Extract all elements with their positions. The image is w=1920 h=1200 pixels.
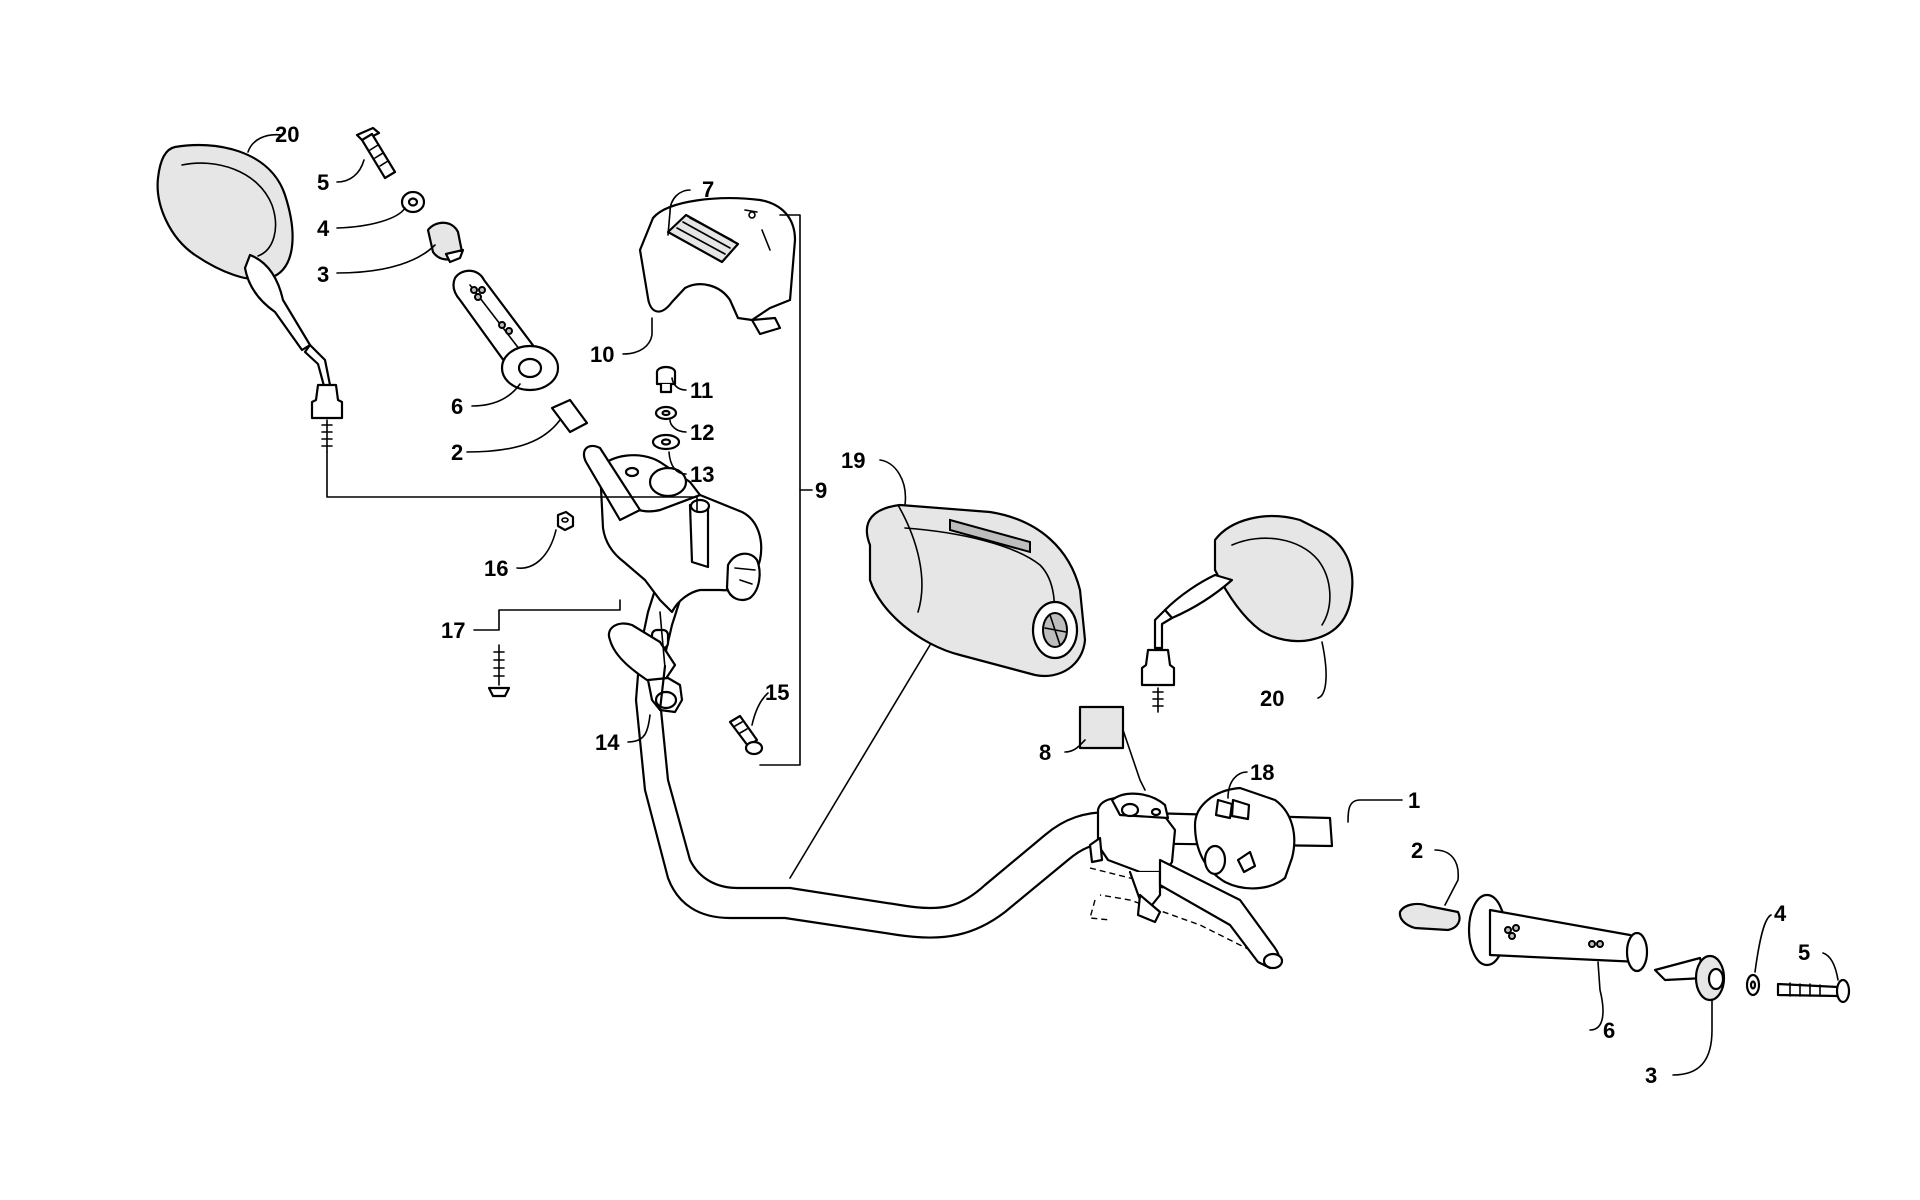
right-bar-end-bolt — [1776, 978, 1851, 1004]
right-mirror — [1140, 515, 1354, 713]
right-bar-end-weight — [1653, 954, 1726, 1002]
throttle-lever — [607, 611, 684, 714]
right-bar-end-washer — [1745, 973, 1761, 997]
lever-pivot-screw — [728, 714, 764, 756]
callout-1-handlebar: 1 — [1408, 788, 1420, 813]
callout-4-left-washer: 4 — [317, 216, 330, 241]
callout-6-right-grip: 6 — [1603, 1018, 1615, 1043]
left-throttle-plug — [550, 398, 589, 434]
leader-lines — [247, 133, 1839, 1076]
callout-13-washer: 13 — [690, 462, 714, 487]
callout-20-right-mirror: 20 — [1260, 686, 1284, 711]
handlebar-left-end — [582, 444, 642, 522]
throttle-cover-screw — [655, 365, 677, 394]
brake-master-cylinder — [1088, 792, 1284, 970]
callout-17-screw: 17 — [441, 618, 465, 643]
left-mirror — [156, 143, 344, 453]
right-bar-plug — [1398, 902, 1461, 932]
callout-2-left-plug: 2 — [451, 440, 463, 465]
throttle-flat-washer — [651, 433, 681, 451]
callout-16-nut: 16 — [484, 556, 508, 581]
callout-11-screw: 11 — [690, 378, 713, 403]
right-switch-housing — [1193, 786, 1296, 890]
right-grip — [1467, 893, 1649, 973]
housing-screw — [487, 644, 511, 698]
callout-10-throttle-cover: 10 — [590, 342, 614, 367]
throttle-lock-washer — [654, 405, 678, 421]
left-bar-end-bolt — [355, 126, 397, 180]
left-bar-end-weight — [426, 221, 465, 264]
callout-9-throttle-assembly: 9 — [815, 478, 827, 503]
callout-7-throttle-decal: 7 — [702, 177, 714, 202]
throttle-cover — [638, 197, 797, 336]
housing-nut — [556, 510, 575, 532]
left-bar-end-washer — [400, 190, 426, 214]
callout-4-right-washer: 4 — [1774, 901, 1787, 926]
callout-3-right-weight: 3 — [1645, 1063, 1657, 1088]
callout-20-left-mirror: 20 — [275, 122, 299, 147]
callout-8-decal: 8 — [1039, 740, 1051, 765]
callout-14-throttle-lever: 14 — [595, 730, 620, 755]
callout-18-switch-housing: 18 — [1250, 760, 1274, 785]
left-grip — [452, 269, 560, 392]
callout-15-screw: 15 — [765, 680, 789, 705]
warning-decal — [1078, 705, 1125, 750]
handlebar-pad — [865, 503, 1087, 678]
callout-5-right-bolt: 5 — [1798, 940, 1810, 965]
callout-3-left-weight: 3 — [317, 262, 329, 287]
callout-6-left-grip: 6 — [451, 394, 463, 419]
callout-5-left-bolt: 5 — [317, 170, 329, 195]
callout-2-right-plug: 2 — [1411, 838, 1423, 863]
callout-19-handlebar-pad: 19 — [841, 448, 865, 473]
callout-12-lock-washer: 12 — [690, 420, 714, 445]
callout-labels: 20 5 4 3 6 2 7 10 11 12 13 9 16 17 15 14… — [275, 122, 1810, 1088]
